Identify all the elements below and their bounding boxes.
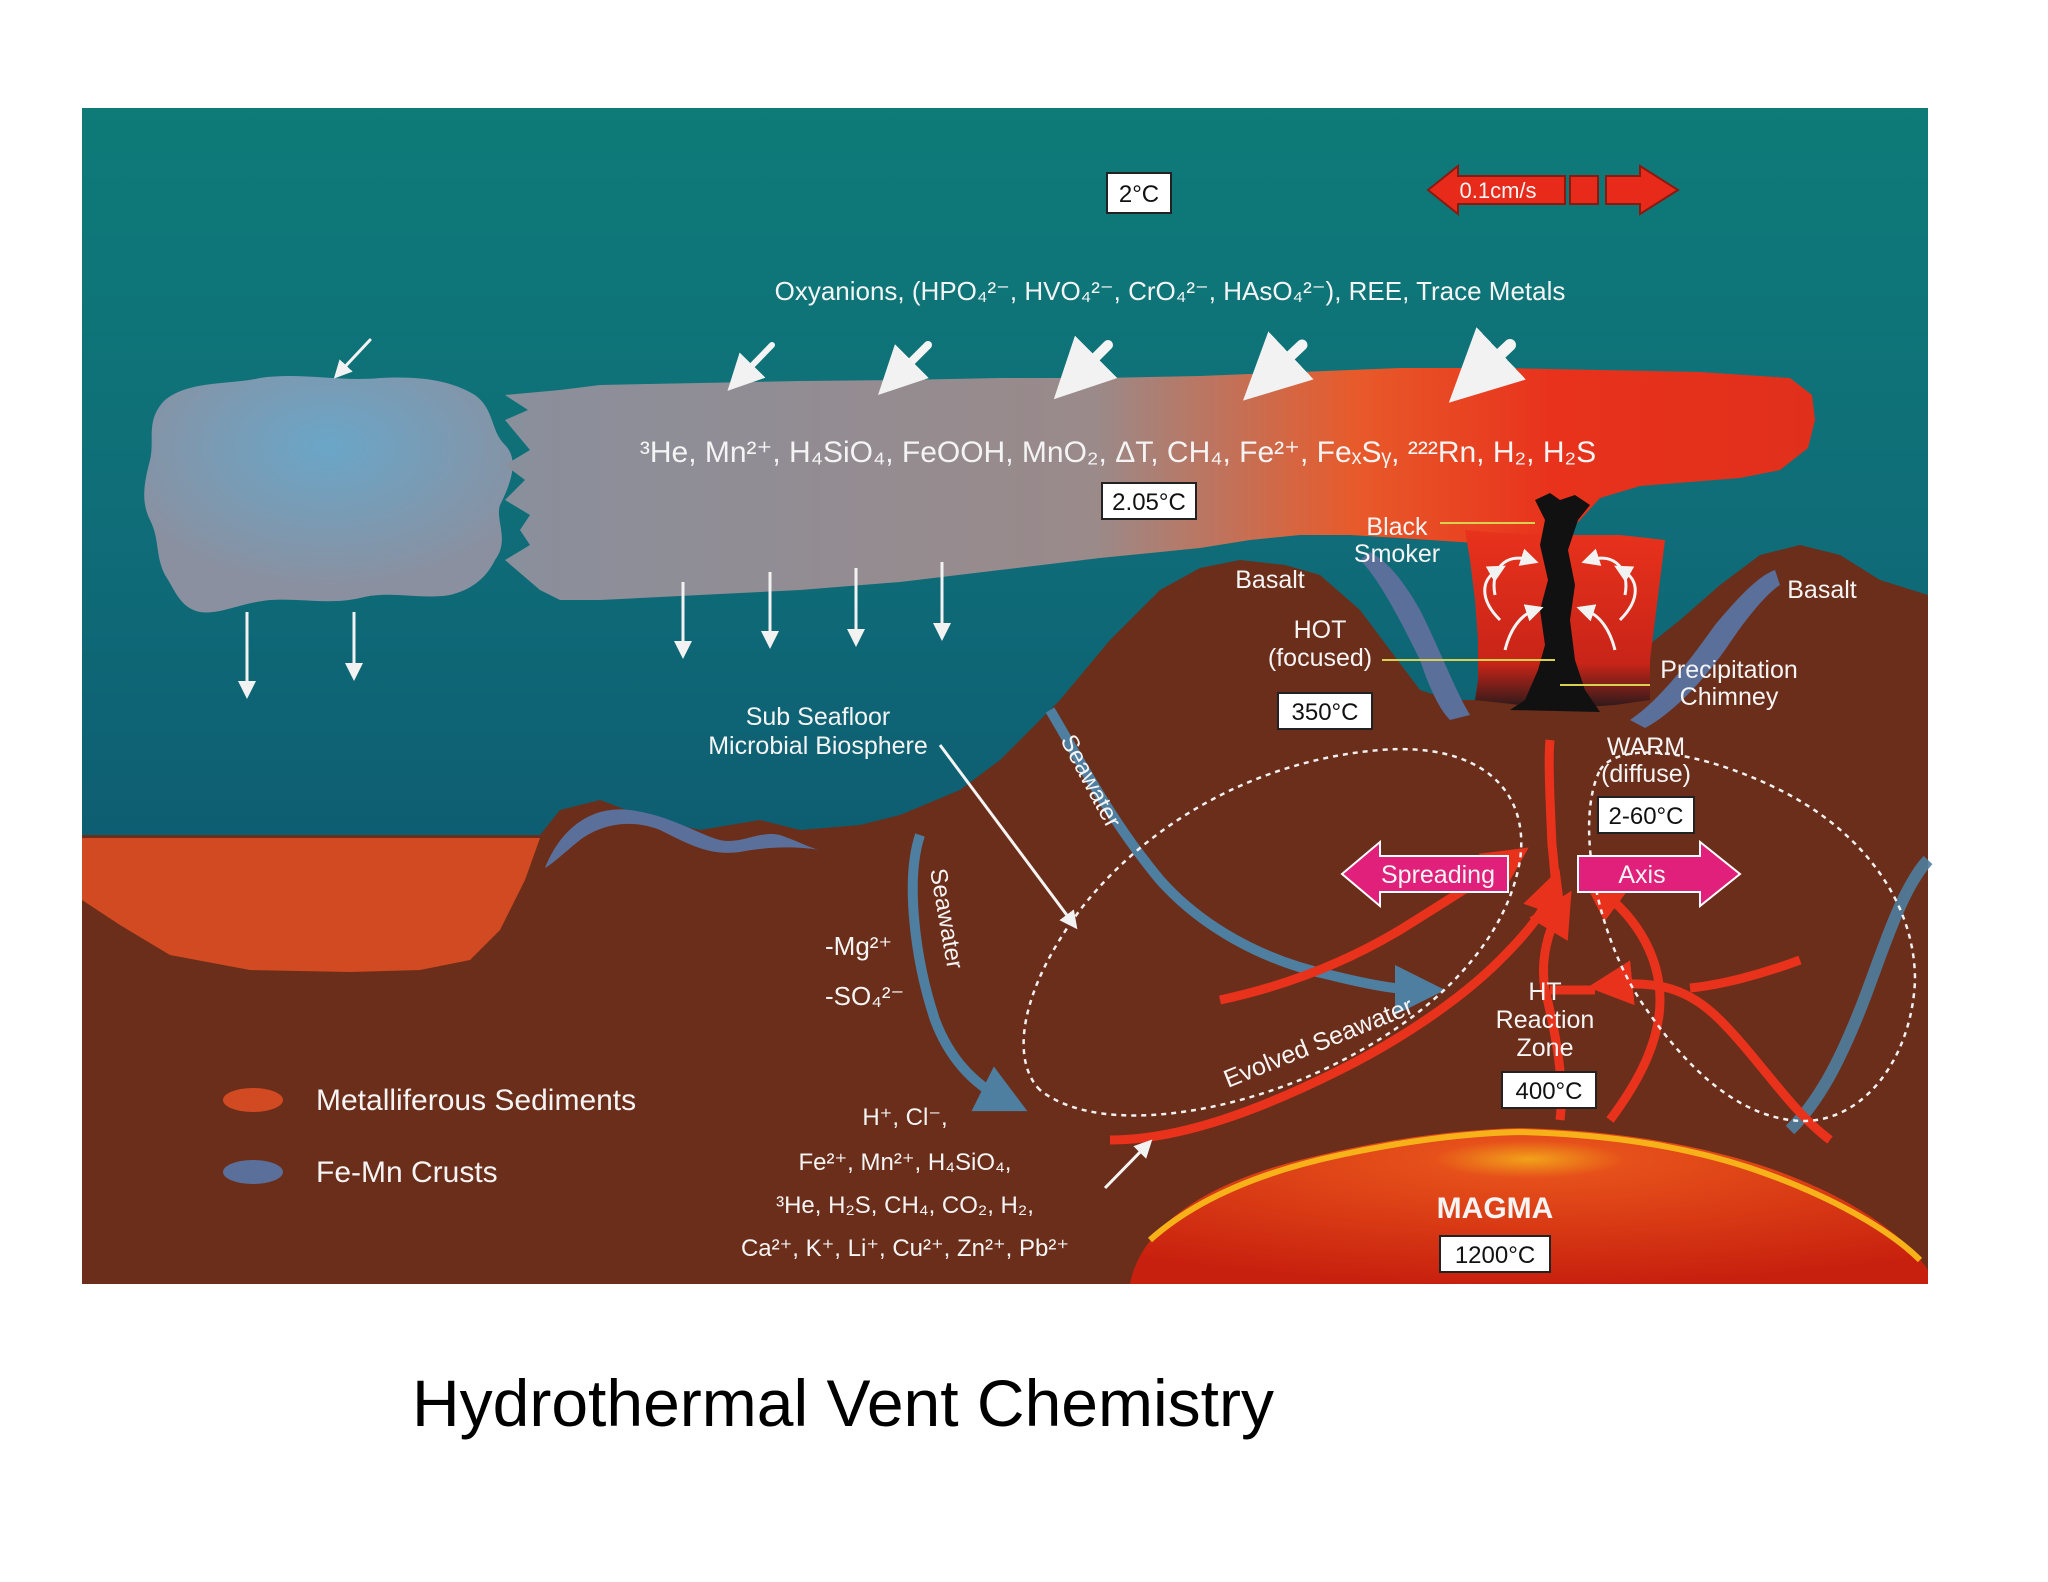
basalt-left-label: Basalt <box>1235 566 1305 594</box>
subseafloor-biosphere-label: Sub Seafloor <box>746 703 891 731</box>
velocity-arrow <box>1426 163 1680 217</box>
warm-temp-label: 2-60°C <box>1609 803 1684 830</box>
temp-box-warm: 2-60°C <box>1597 796 1695 834</box>
vent-species-label: ³He, H₂S, CH₄, CO₂, H₂, <box>776 1192 1034 1219</box>
hot-temp-label: 350°C <box>1292 699 1359 726</box>
temp-box-ht: 400°C <box>1501 1071 1597 1109</box>
temp-box-plume: 2.05°C <box>1101 482 1197 520</box>
ht-reaction-zone-label: Zone <box>1517 1034 1574 1062</box>
vent-species-label: H⁺, Cl⁻, <box>862 1104 947 1131</box>
basalt-right-label: Basalt <box>1787 576 1857 604</box>
fe-mn-crust-lens <box>1360 552 1470 720</box>
so4-loss-label: -SO₄²⁻ <box>825 981 904 1011</box>
ht-temp-label: 400°C <box>1516 1078 1583 1105</box>
legend-sediments-label: Metalliferous Sediments <box>316 1084 636 1117</box>
vent-species-label: Fe²⁺, Mn²⁺, H₄SiO₄, <box>799 1149 1012 1176</box>
axis-label: Axis <box>1618 861 1665 889</box>
hot-label: HOT <box>1294 616 1347 644</box>
precipitation-chimney-label: Precipitation <box>1660 656 1798 684</box>
convection-arrow <box>1576 604 1617 651</box>
convection-arrow <box>1492 548 1539 596</box>
temp-box-magma: 1200°C <box>1439 1235 1551 1273</box>
distal-plume-cloud <box>144 376 513 613</box>
oxyanions-label: Oxyanions, (HPO₄²⁻, HVO₄²⁻, CrO₄²⁻, HAsO… <box>775 276 1566 306</box>
velocity-label: 0.1cm/s <box>1459 178 1536 203</box>
magma-temp-label: 1200°C <box>1455 1242 1535 1269</box>
black-smoker-label: Smoker <box>1354 540 1440 568</box>
precipitation-chimney-label: Chimney <box>1680 683 1779 711</box>
seafloor-crust <box>82 545 1928 1284</box>
temp-box-hot: 350°C <box>1277 692 1373 730</box>
convection-cell-right <box>1587 751 1917 1123</box>
warm-label: WARM <box>1607 733 1685 761</box>
seawater-recharge-path <box>907 833 1028 1112</box>
vent-species-pointer <box>1103 1139 1153 1190</box>
magma-label: MAGMA <box>1437 1192 1554 1225</box>
temp-box-bottom: 2°C <box>1106 172 1172 214</box>
hot-label: (focused) <box>1268 644 1372 672</box>
warm-label: (diffuse) <box>1601 760 1691 788</box>
black-smoker-chimney <box>1510 493 1600 712</box>
subseafloor-biosphere-label: Microbial Biosphere <box>708 732 928 760</box>
figure-caption: Hydrothermal Vent Chemistry <box>412 1366 1274 1440</box>
magma-rim <box>1147 1128 1923 1263</box>
axis-arrow <box>1577 839 1742 909</box>
leader-lines <box>1382 522 1650 686</box>
fe-mn-crust-lens <box>545 809 820 868</box>
legend-sediment-swatch <box>223 1088 283 1112</box>
convection-arrow <box>1483 565 1506 622</box>
particle-settling-arrows <box>238 562 951 699</box>
seawater-recharge-path <box>1045 707 1445 1015</box>
spreading-arrow <box>1340 839 1509 909</box>
spreading-label: Spreading <box>1381 861 1495 889</box>
seawater-path-right <box>1785 855 1933 1135</box>
bottom-temp-label: 2°C <box>1119 181 1159 208</box>
ht-reaction-zone-label: HT <box>1528 978 1561 1006</box>
fe-mn-crust-lens <box>1630 570 1780 728</box>
plume-temp-label: 2.05°C <box>1112 489 1186 516</box>
plume-species-label: ³He, Mn²⁺, H₄SiO₄, FeOOH, MnO₂, ΔT, CH₄,… <box>640 436 1596 469</box>
hot-fluid-paths <box>1109 739 1833 1145</box>
magma-chamber <box>1130 1128 1928 1284</box>
biosphere-pointer <box>938 744 1078 930</box>
oxyanion-scavenging-arrows <box>333 327 1526 403</box>
mg-loss-label: -Mg²⁺ <box>825 931 892 961</box>
legend-crust-swatch <box>223 1160 283 1184</box>
ht-reaction-zone-label: Reaction <box>1496 1006 1595 1034</box>
convection-arrow <box>1614 565 1637 622</box>
metalliferous-sediment-pond <box>82 838 540 972</box>
convection-arrow <box>1503 604 1544 651</box>
black-smoker-label: Black <box>1366 513 1428 541</box>
convection-arrow <box>1581 548 1628 596</box>
vent-species-label: Ca²⁺, K⁺, Li⁺, Cu²⁺, Zn²⁺, Pb²⁺ <box>741 1235 1069 1262</box>
legend-crusts-label: Fe-Mn Crusts <box>316 1156 498 1189</box>
